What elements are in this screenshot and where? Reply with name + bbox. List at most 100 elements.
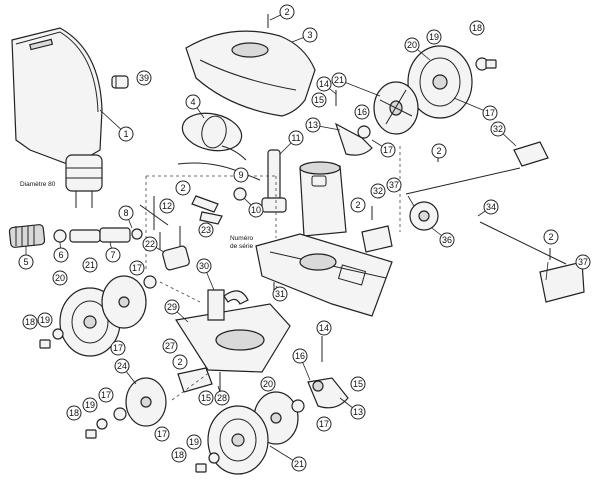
svg-text:19: 19 [40,315,50,325]
callout-17-b1: 17 [98,387,114,403]
svg-text:32: 32 [493,124,503,134]
svg-text:15: 15 [201,393,211,403]
callout-28: 28 [214,390,230,406]
svg-text:39: 39 [139,73,149,83]
svg-text:18: 18 [472,23,482,33]
callout-12: 12 [159,198,175,214]
top-cover [185,30,316,117]
callout-29: 29 [164,299,180,315]
svg-text:17: 17 [383,145,393,155]
callout-37-mid: 37 [386,177,402,193]
svg-text:6: 6 [58,250,63,260]
callout-32-mid: 32 [370,183,386,199]
callout-11: 11 [288,130,304,146]
bottom-bearing [291,399,305,413]
svg-text:20: 20 [263,379,273,389]
svg-text:3: 3 [307,30,312,40]
left-bearing [143,275,157,289]
callout-17-b3: 17 [316,416,332,432]
svg-text:21: 21 [85,260,95,270]
bottom-cap [208,452,220,464]
svg-text:2: 2 [177,357,182,367]
callout-21-left: 21 [82,257,98,273]
svg-text:17: 17 [157,429,167,439]
callout-9: 9 [233,167,249,183]
callout-17-b2: 17 [154,426,170,442]
callout-15-bottom: 15 [198,390,214,406]
bracket-assembly [139,195,223,230]
callout-2-mid: 2 [350,197,366,213]
callout-19-b2: 19 [186,434,202,450]
callout-18-top: 18 [469,20,485,36]
svg-text:17: 17 [113,343,123,353]
callout-13-bottom: 13 [350,404,366,420]
diameter-note: Diamètre 80 [20,181,56,188]
svg-text:31: 31 [275,289,285,299]
svg-text:11: 11 [291,133,300,143]
svg-text:18: 18 [69,408,79,418]
callout-16-top: 16 [354,104,370,120]
screw-18 [485,59,497,69]
front-nozzle [159,226,190,271]
svg-text:4: 4 [190,97,195,107]
callout-19-top: 19 [426,29,442,45]
chassis [255,233,393,317]
callout-2: 2 [279,4,295,20]
svg-text:15: 15 [314,95,324,105]
callout-18-b1: 18 [66,405,82,421]
base-plate [175,303,291,373]
callout-22: 22 [142,236,158,252]
callout-20-bottom: 20 [260,376,276,392]
callout-13: 13 [305,117,321,133]
elbow-tube [207,289,249,321]
left-cap [52,328,64,340]
front-clip-assembly [177,367,221,396]
svg-text:27: 27 [165,341,175,351]
svg-text:14: 14 [319,79,329,89]
svg-text:8: 8 [123,208,128,218]
callout-17-left: 17 [129,260,145,276]
callout-17-left2: 17 [110,340,126,356]
rear-gear [409,201,439,231]
lower-left-hub [125,377,167,427]
callout-2-far: 2 [543,229,559,245]
callout-5: 5 [18,254,34,270]
drive-shaft [405,167,521,195]
callout-32-right: 32 [490,121,506,137]
float [181,112,243,152]
svg-text:20: 20 [407,40,417,50]
callout-16-bottom: 16 [292,348,308,364]
svg-text:22: 22 [145,239,155,249]
svg-text:13: 13 [308,120,318,130]
callout-10: 10 [248,202,264,218]
svg-text:2: 2 [284,7,289,17]
svg-text:12: 12 [162,201,172,211]
callout-19-left: 19 [37,312,53,328]
svg-text:20: 20 [55,273,65,283]
callout-30: 30 [196,258,212,274]
svg-text:17: 17 [132,263,142,273]
svg-text:17: 17 [319,419,329,429]
callout-14: 14 [316,76,332,92]
svg-text:1: 1 [123,129,128,139]
lower-right-cover [307,377,349,409]
callout-20-top: 20 [404,37,420,53]
callout-17-top: 17 [380,142,396,158]
serial-label-2: de série [230,243,254,250]
callout-34: 34 [483,199,499,215]
callout-4: 4 [185,94,201,110]
svg-text:17: 17 [485,108,495,118]
bottom-tire [207,405,269,475]
callout-7: 7 [105,247,121,263]
svg-text:34: 34 [486,202,496,212]
svg-text:30: 30 [199,261,209,271]
small-clip [111,75,129,89]
svg-text:37: 37 [578,257,588,267]
callout-18-left: 18 [22,314,38,330]
hose-cuff [8,224,46,248]
callout-17-right: 17 [482,105,498,121]
callout-3: 3 [302,27,318,43]
callout-27: 27 [162,338,178,354]
svg-text:24: 24 [117,361,127,371]
callout-14-bottom: 14 [316,320,332,336]
